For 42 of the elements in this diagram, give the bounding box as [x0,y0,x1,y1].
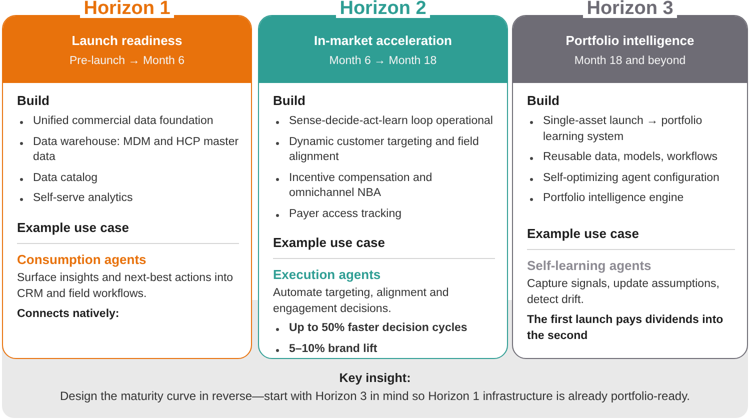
description: Automate targeting, alignment and engagement decisions. [273,286,450,318]
agent-name: Execution agents [273,267,382,282]
time-period: Pre-launch → Month 6 [69,54,185,66]
bullet-item: Single-asset launch → portfolio learning system [527,114,735,146]
bullet-item: 5–10% brand lift [273,342,495,358]
card-title: In-market acceleration [314,32,452,48]
bullet-item: Self-optimizing agent configuration [527,170,735,186]
agent-name: Self-learning agents [527,258,652,273]
bullet-item: Data warehouse: MDM and HCP master data [17,134,239,166]
bullet-item: Unified commercial data foundation [17,114,239,130]
section-heading: Build [527,93,560,108]
section-heading: Example use case [527,226,640,241]
section-heading: Build [17,93,50,108]
insight-text: Design the maturity curve in reverse—start with Horizon 3 in mind so Horizon 1 infrastructure is already portfolio-ready. [60,388,690,404]
description: Surface insights and next-best actions into CRM and field workflows. [17,270,234,302]
description: Capture signals, update assumptions, detect drift. [527,276,720,308]
section-heading: Build [273,93,306,108]
emphasis-text: The first launch pays dividends into the second [527,312,724,344]
section-heading: Example use case [17,220,130,235]
bullet-item: Dynamic customer targeting and field alignment [273,134,495,166]
card-header [3,16,251,83]
bullet-item: Reusable data, models, workflows [527,150,735,166]
bullet-item: Incentive compensation and omnichannel NBA [273,170,495,202]
horizon-heading: Horizon 3 [582,0,678,18]
card-title: Portfolio intelligence [566,32,694,48]
insight-heading: Key insight: [339,370,411,385]
bullet-item: Sense-decide-act-learn loop operational [273,114,495,130]
agent-name: Consumption agents [17,252,148,267]
time-period: Month 18 and beyond [574,54,686,66]
time-period: Month 6 → Month 18 [329,54,437,66]
bullet-item: Payer access tracking [273,206,495,222]
horizon-heading: Horizon 1 [80,0,174,18]
section-heading: Example use case [273,235,386,250]
card-title: Launch readiness [72,32,182,48]
emphasis-text: Connects natively: [17,306,120,322]
bullet-item: Portfolio intelligence engine [527,191,735,207]
card-header [513,16,747,83]
bullet-item: Data catalog [17,170,239,186]
card-header [259,16,507,83]
horizon-heading: Horizon 2 [336,0,430,18]
bullet-item: Self-serve analytics [17,191,239,207]
bullet-item: Up to 50% faster decision cycles [273,321,495,337]
